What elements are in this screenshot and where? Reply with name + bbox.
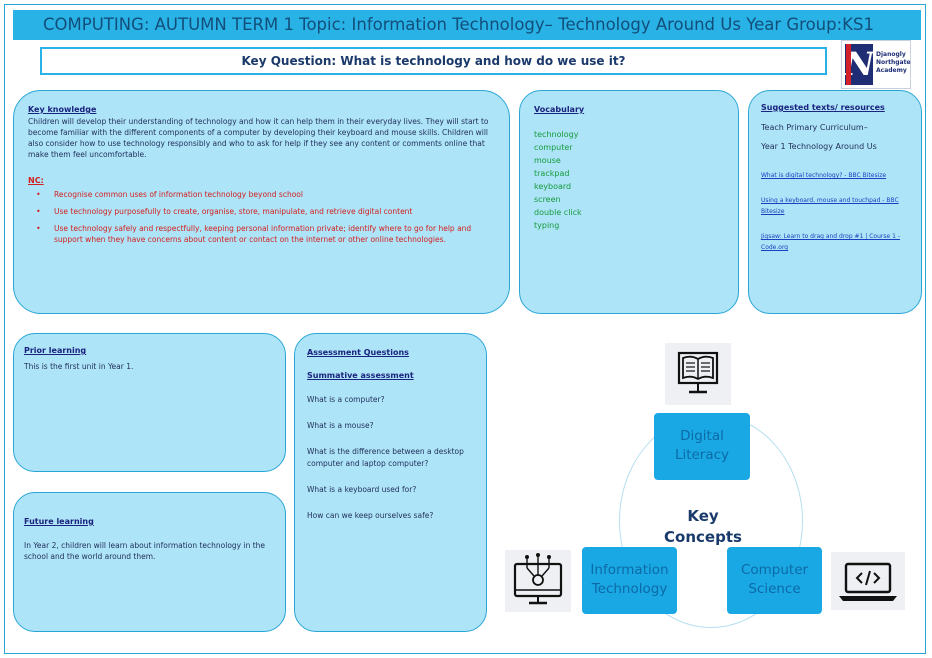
vocabulary-word: trackpad	[534, 169, 570, 178]
resources-intro: Teach Primary Curriculum– Year 1 Technol…	[761, 123, 877, 151]
future-learning-heading: Future learning	[24, 517, 94, 526]
vocabulary-panel: Vocabulary technology computer mouse tra…	[519, 90, 739, 314]
nc-list: •Recognise common uses of information te…	[28, 189, 495, 245]
computer-science-icon	[831, 552, 905, 610]
resource-link-bitesize-digital[interactable]: What is digital technology? - BBC Bitesi…	[761, 172, 887, 179]
digital-literacy-box: Digital Literacy	[654, 413, 750, 480]
assessment-question: What is a computer?	[307, 395, 385, 404]
resource-link-bitesize-keyboard[interactable]: Using a keyboard, mouse and touchpad - B…	[761, 197, 899, 215]
summative-heading: Summative assessment	[307, 371, 414, 380]
future-learning-panel: Future learning In Year 2, children will…	[13, 492, 286, 632]
logo-text: Djanogly Northgate Academy	[876, 51, 911, 74]
page-header: COMPUTING: AUTUMN TERM 1 Topic: Informat…	[13, 10, 921, 40]
assessment-heading: Assessment Questions	[307, 348, 409, 357]
information-technology-icon	[505, 550, 571, 612]
vocabulary-word: technology	[534, 130, 579, 139]
key-question: Key Question: What is technology and how…	[40, 47, 827, 75]
vocabulary-heading: Vocabulary	[534, 105, 585, 114]
resources-panel: Suggested texts/ resources Teach Primary…	[748, 90, 922, 314]
key-knowledge-heading: Key knowledge	[28, 105, 97, 114]
assessment-question: What is the difference between a desktop…	[307, 447, 464, 468]
nc-item: •Recognise common uses of information te…	[36, 190, 303, 199]
assessment-panel: Assessment Questions Summative assessmen…	[294, 333, 487, 632]
resource-link-code-org[interactable]: Jigsaw: Learn to drag and drop #1 | Cour…	[761, 233, 900, 251]
nc-heading: NC:	[28, 176, 44, 185]
computer-science-box: Computer Science	[727, 547, 822, 614]
logo-stripe	[846, 44, 851, 85]
key-concepts-title: Key Concepts	[664, 507, 742, 546]
prior-learning-body: This is the first unit in Year 1.	[24, 362, 134, 371]
nc-item: •Use technology purposefully to create, …	[36, 207, 413, 216]
key-knowledge-body: Children will develop their understandin…	[28, 117, 489, 159]
academy-logo: N Djanogly Northgate Academy	[841, 40, 911, 89]
vocabulary-list: technology computer mouse trackpad keybo…	[534, 128, 724, 232]
resources-heading: Suggested texts/ resources	[761, 103, 885, 112]
page-frame	[4, 4, 926, 654]
digital-literacy-icon	[665, 343, 731, 405]
prior-learning-panel: Prior learning This is the first unit in…	[13, 333, 286, 472]
key-knowledge-panel: Key knowledge Children will develop thei…	[13, 90, 510, 314]
vocabulary-word: double click	[534, 208, 582, 217]
information-technology-box: Information Technology	[582, 547, 677, 614]
future-learning-body: In Year 2, children will learn about inf…	[24, 541, 266, 561]
nc-item: •Use technology safely and respectfully,…	[36, 224, 472, 244]
assessment-question: What is a keyboard used for?	[307, 485, 417, 494]
vocabulary-word: typing	[534, 221, 560, 230]
assessment-question: How can we keep ourselves safe?	[307, 511, 434, 520]
prior-learning-heading: Prior learning	[24, 346, 87, 355]
assessment-question: What is a mouse?	[307, 421, 374, 430]
vocabulary-word: screen	[534, 195, 561, 204]
vocabulary-word: mouse	[534, 156, 561, 165]
vocabulary-word: computer	[534, 143, 573, 152]
vocabulary-word: keyboard	[534, 182, 572, 191]
